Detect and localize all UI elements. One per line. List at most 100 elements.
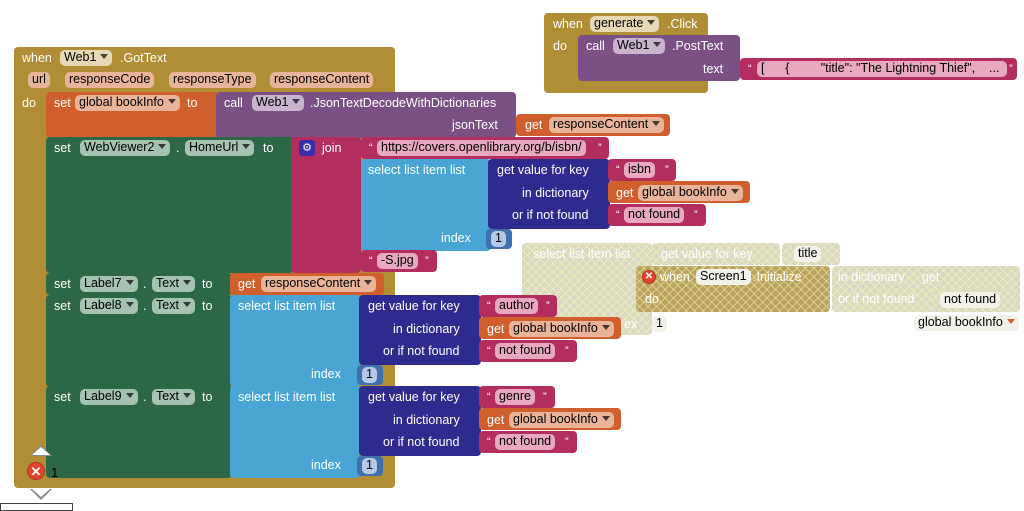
param-responsecode[interactable]: responseCode [65, 72, 155, 88]
key-value[interactable]: author [495, 298, 539, 314]
event-name: .Initialize [753, 270, 802, 284]
close-quote: ” [598, 142, 602, 154]
jsontext-param-label: jsonText [452, 118, 498, 132]
open-quote: “ [487, 391, 491, 403]
set-label8-text-block[interactable] [46, 295, 232, 387]
index-label: index [311, 367, 341, 381]
index-value[interactable]: 1 [491, 231, 506, 247]
close-quote: ” [546, 300, 550, 312]
set-keyword: set [54, 390, 71, 404]
suffix-value[interactable]: -S.jpg [377, 253, 418, 269]
open-quote: “ [487, 345, 491, 357]
set-keyword: set [54, 299, 71, 313]
join-block[interactable] [291, 137, 361, 273]
or-if-not-found-label: or if not found [838, 292, 915, 306]
dropdown-value: generate [594, 16, 644, 30]
label9-component-dropdown[interactable]: Label9 [80, 389, 138, 405]
error-count: 1 [51, 465, 59, 480]
previous-warning-arrow-icon[interactable] [30, 445, 52, 456]
webviewer2-component-dropdown[interactable]: WebViewer2 [80, 140, 171, 156]
index-label: index [311, 458, 341, 472]
not-found-value[interactable]: not found [495, 343, 556, 359]
chevron-down-icon [125, 393, 134, 398]
get-value-for-key-label: get value for key [368, 390, 460, 404]
index-value[interactable]: 1 [362, 458, 377, 474]
key-value[interactable]: title [794, 246, 822, 262]
event-name: .Click [667, 17, 698, 31]
dot-separator: . [143, 277, 147, 291]
screen1-component-dropdown[interactable]: Screen1 [696, 269, 751, 285]
index-label: ex [624, 317, 638, 331]
do-keyword: do [645, 292, 659, 306]
select-list-item-block[interactable] [361, 159, 491, 251]
not-found-value[interactable]: not found [624, 207, 685, 223]
in-dictionary-label: in dictionary [393, 322, 460, 336]
text-property-dropdown[interactable]: Text [152, 298, 195, 314]
not-found-value[interactable]: not found [940, 292, 1001, 308]
web1-component-dropdown[interactable]: Web1 [60, 50, 113, 66]
set-webviewer2-homeurl-block[interactable] [46, 137, 294, 273]
get-value-for-key-block[interactable] [359, 295, 481, 365]
responsecontent-dropdown[interactable]: responseContent [549, 117, 665, 133]
do-keyword: do [22, 96, 36, 110]
chevron-down-icon [167, 99, 176, 104]
error-icon[interactable]: ✕ [27, 462, 45, 480]
global-bookinfo-dropdown[interactable]: global bookInfo [75, 95, 180, 111]
index-label: index [441, 231, 471, 245]
call-keyword: call [586, 39, 605, 53]
error-icon[interactable]: ✕ [642, 270, 656, 284]
get-value-for-key-label: get value for key [497, 163, 589, 177]
select-list-item-block[interactable] [230, 295, 360, 387]
dropdown-value: responseContent [553, 117, 649, 131]
param-responsetype[interactable]: responseType [169, 72, 256, 88]
get-value-for-key-block[interactable] [488, 159, 610, 229]
set-label9-text-block[interactable] [46, 386, 232, 478]
index-value[interactable]: 1 [362, 367, 377, 383]
key-value[interactable]: isbn [624, 162, 655, 178]
homeurl-property-dropdown[interactable]: HomeUrl [185, 140, 255, 156]
text-param-label: text [703, 62, 724, 76]
get-keyword: get [525, 118, 543, 132]
global-bookinfo-dropdown[interactable]: global bookInfo [638, 185, 743, 201]
get-value-for-key-block[interactable] [359, 386, 481, 456]
responsecontent-dropdown[interactable]: responseContent [261, 276, 377, 292]
select-list-item-block[interactable] [230, 386, 360, 478]
index-value[interactable]: 1 [652, 316, 667, 332]
disabled-get-value-for-key-block[interactable] [652, 243, 780, 265]
call-keyword: call [224, 96, 243, 110]
url-prefix-value[interactable]: https://covers.openlibrary.org/b/isbn/ [377, 140, 586, 156]
close-quote: ” [425, 255, 429, 267]
param-responsecontent[interactable]: responseContent [270, 72, 374, 88]
global-bookinfo-dropdown[interactable]: global bookInfo [509, 321, 614, 337]
chevron-down-icon [125, 302, 134, 307]
or-if-not-found-label: or if not found [383, 344, 460, 358]
json-text-value[interactable]: [ { "title": "The Lightning Thief", ... [757, 61, 1007, 77]
not-found-value[interactable]: not found [495, 434, 556, 450]
chevron-down-icon [652, 121, 661, 126]
dot-separator: . [176, 141, 180, 155]
get-keyword: get [487, 413, 505, 427]
to-keyword: to [202, 390, 213, 404]
set-keyword: set [54, 141, 71, 155]
key-value[interactable]: genre [495, 389, 535, 405]
global-bookinfo-dropdown[interactable]: global bookInfo [509, 412, 614, 428]
get-value-for-key-label: get value for key [368, 299, 460, 313]
generate-component-dropdown[interactable]: generate [590, 16, 660, 32]
chevron-down-icon [125, 280, 134, 285]
workspace-scrollbar-box[interactable] [0, 503, 73, 511]
next-warning-arrow-icon[interactable] [30, 489, 52, 500]
text-property-dropdown[interactable]: Text [152, 276, 195, 292]
dropdown-value: global bookInfo [918, 315, 1003, 329]
web1-component-dropdown[interactable]: Web1 [252, 95, 305, 111]
web1-component-dropdown[interactable]: Web1 [613, 38, 666, 54]
disabled-get-global-bookinfo-block[interactable] [918, 266, 1020, 288]
param-url[interactable]: url [28, 72, 50, 88]
gear-icon[interactable]: ⚙ [299, 140, 315, 156]
label8-component-dropdown[interactable]: Label8 [80, 298, 138, 314]
label7-component-dropdown[interactable]: Label7 [80, 276, 138, 292]
close-quote: ” [694, 209, 698, 221]
get-keyword: get [238, 277, 256, 291]
global-bookinfo-dropdown[interactable]: global bookInfo [914, 315, 1019, 331]
text-property-dropdown[interactable]: Text [152, 389, 195, 405]
get-keyword: get [616, 186, 634, 200]
